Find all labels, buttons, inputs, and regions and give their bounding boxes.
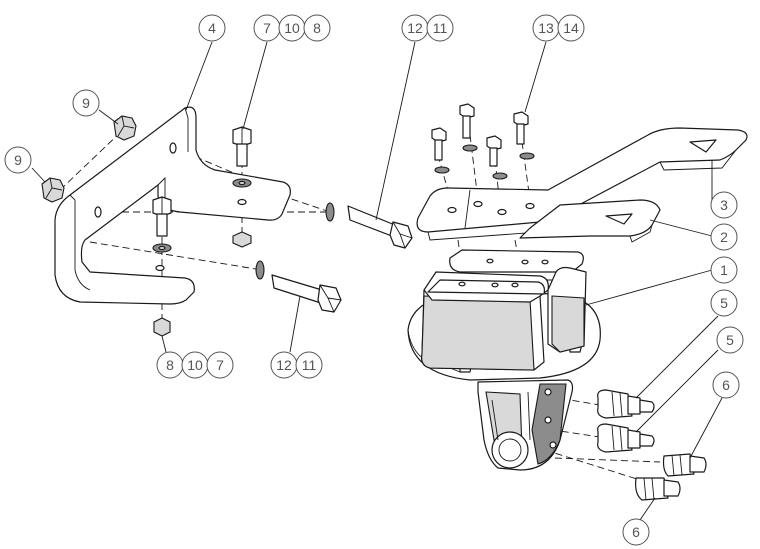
nut-part-9-upper xyxy=(113,115,137,141)
balloon-8-label: 8 xyxy=(313,20,321,36)
balloon-13-label: 13 xyxy=(538,20,554,36)
balloon-6-lower-label: 6 xyxy=(632,524,640,540)
balloon-group-7-10-8: 7 10 8 xyxy=(253,14,331,42)
bolt-part-12-middle xyxy=(325,202,413,249)
balloon-5-upper-label: 5 xyxy=(720,295,728,311)
balloon-9-lower: 9 xyxy=(4,146,32,174)
balloon-11-label: 11 xyxy=(433,20,448,36)
lower-arm-part-2 xyxy=(519,199,661,243)
swivel-base-part-1 xyxy=(407,266,601,381)
balloon-3: 3 xyxy=(710,191,738,219)
balloon-4: 4 xyxy=(198,14,226,42)
l-bracket-part-4 xyxy=(54,106,291,305)
bolt-part-7-lower xyxy=(152,196,172,337)
balloon-12-label: 12 xyxy=(276,357,292,373)
balloon-4-label: 4 xyxy=(208,20,216,36)
balloon-9-upper: 9 xyxy=(72,89,100,117)
nut-part-9-lower xyxy=(41,177,65,203)
balloon-2: 2 xyxy=(710,223,738,251)
bolt-part-7-upper xyxy=(232,126,252,248)
balloon-11-label: 11 xyxy=(302,357,317,373)
balloon-group-13-14: 13 14 xyxy=(532,14,585,42)
bolt-part-12-lower xyxy=(255,260,342,313)
balloon-6-lower: 6 xyxy=(622,518,650,546)
balloon-12-label: 12 xyxy=(407,20,423,36)
fitting-part-5-upper xyxy=(597,389,655,419)
balloon-6-right: 6 xyxy=(712,371,740,399)
balloon-5-lower: 5 xyxy=(716,326,744,354)
fitting-part-6-lower xyxy=(635,477,681,501)
balloon-8-label: 8 xyxy=(166,357,174,373)
swivel-housing xyxy=(477,379,574,471)
bolts-part-13 xyxy=(431,103,535,180)
balloon-group-12-11-middle: 12 11 xyxy=(401,14,454,42)
balloon-9-lower-label: 9 xyxy=(14,152,22,168)
balloon-7-label: 7 xyxy=(263,20,271,36)
fitting-part-5-lower xyxy=(597,423,655,453)
balloon-2-label: 2 xyxy=(720,229,728,245)
balloon-1: 1 xyxy=(710,256,738,284)
balloon-5-lower-label: 5 xyxy=(726,332,734,348)
balloon-10-label: 10 xyxy=(187,357,203,373)
balloon-9-upper-label: 9 xyxy=(82,95,90,111)
leader-lines xyxy=(31,41,723,521)
balloon-3-label: 3 xyxy=(720,197,728,213)
fitting-part-6-right xyxy=(662,453,707,477)
balloon-10-label: 10 xyxy=(284,20,300,36)
balloon-group-12-11-bottom: 12 11 xyxy=(270,351,323,379)
balloon-group-8-10-7: 8 10 7 xyxy=(156,351,234,379)
balloon-5-upper: 5 xyxy=(710,289,738,317)
balloon-7-label: 7 xyxy=(216,357,224,373)
balloon-6-right-label: 6 xyxy=(722,377,730,393)
balloon-14-label: 14 xyxy=(563,20,579,36)
balloon-1-label: 1 xyxy=(720,262,728,278)
